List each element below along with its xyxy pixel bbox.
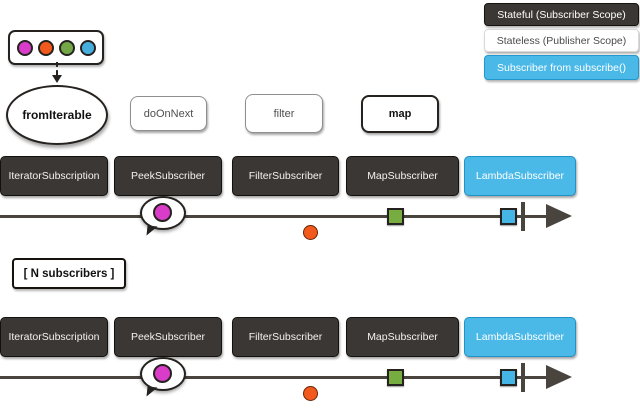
source-marbles-box [8,30,104,65]
legend-item-stateful: Stateful (Subscriber Scope) [484,3,639,26]
subscriber-filter-subscriber: FilterSubscriber [232,317,339,357]
timeline-line [0,376,552,379]
magenta-marble-icon [153,203,172,222]
orange-marble-icon [303,386,318,401]
subscriber-lambda-subscriber: LambdaSubscriber [464,156,576,196]
operator-filter: filter [245,94,323,133]
magenta-marble-icon [153,364,172,383]
green-square-marker-icon [387,369,404,386]
speech-bubble-tail-icon [146,225,158,237]
marble-blue-icon [79,39,96,56]
subscriber-lambda-subscriber: LambdaSubscriber [464,317,576,357]
subscriber-iterator-subscription: IteratorSubscription [0,156,108,196]
legend-item-stateless: Stateless (Publisher Scope) [484,29,639,52]
speech-bubble-marker [140,196,186,237]
subscriber-filter-subscriber: FilterSubscriber [232,156,339,196]
operator-map: map [361,95,439,133]
arrowhead-icon [52,75,62,83]
marble-magenta-icon [16,39,33,56]
marble-orange-icon [37,39,54,56]
speech-bubble-marker [140,357,186,398]
orange-marble-icon [303,225,318,240]
from-iterable-operator: fromIterable [6,85,108,145]
green-square-marker-icon [387,208,404,225]
speech-bubble-icon [140,357,186,391]
timeline-arrowhead-icon [546,365,572,389]
blue-square-marker-icon [500,208,517,225]
dashed-down-arrow-icon [51,62,63,84]
dashed-line [56,62,63,75]
n-subscribers-label: [ N subscribers ] [12,258,126,289]
timeline-line [0,215,552,218]
subscriber-peek-subscriber: PeekSubscriber [114,156,222,196]
subscriber-map-subscriber: MapSubscriber [346,317,459,357]
marble-timeline-1 [0,196,640,242]
marble-timeline-2 [0,357,640,403]
subscriber-map-subscriber: MapSubscriber [346,156,459,196]
timeline-arrowhead-icon [546,204,572,228]
from-iterable-label: fromIterable [22,108,92,122]
subscriber-iterator-subscription: IteratorSubscription [0,317,108,357]
complete-bar-icon [521,202,525,231]
subscriber-peek-subscriber: PeekSubscriber [114,317,222,357]
operator-doonnext: doOnNext [130,96,207,131]
marble-green-icon [58,39,75,56]
complete-bar-icon [521,363,525,392]
blue-square-marker-icon [500,369,517,386]
speech-bubble-tail-icon [146,386,158,398]
legend-item-subscribe: Subscriber from subscribe() [484,55,639,80]
